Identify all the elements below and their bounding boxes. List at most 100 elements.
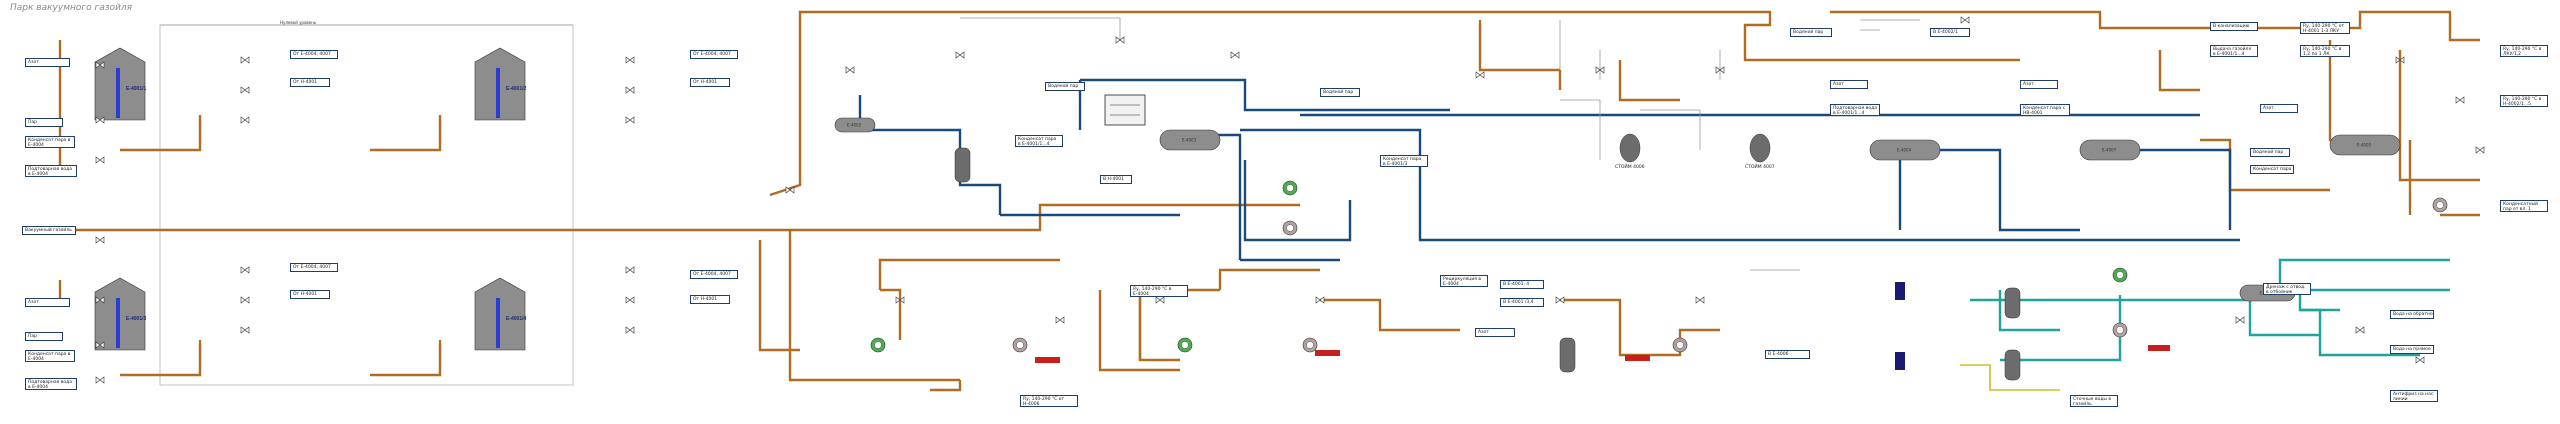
drum-e4005[interactable]: Е-4005 [2329,134,2401,156]
valve-1[interactable] [95,61,105,69]
left-box-water-2[interactable]: Подтоварная вода в Е-4004 [25,378,77,390]
drum-e4002[interactable]: Е-4002 [834,117,876,133]
rk3-box[interactable]: Rу, 140-290 °C в ЛКУ/1,2 [2500,45,2548,57]
rk-line2-box[interactable]: Rу, 140-290 °C от Н-4006 [1020,395,1078,407]
valve-2[interactable] [95,116,105,124]
valve-34[interactable] [1155,296,1165,304]
left-box-gasoil[interactable]: Вакуумный газойль [22,226,76,235]
tank-t2[interactable]: Е-4001/2 [474,47,527,121]
valve-31[interactable] [2475,146,2485,154]
valve-7[interactable] [95,376,105,384]
valve-19[interactable] [625,326,635,334]
valve-26[interactable] [1595,66,1605,74]
valve-11[interactable] [240,266,250,274]
to-h4001-box[interactable]: В Н-4001 [1100,175,1132,184]
left-box-steam-2[interactable]: Пар [25,332,63,341]
mid-box-6[interactable]: От Н-4001 [290,290,330,299]
valve-12[interactable] [240,296,250,304]
valve-22[interactable] [955,51,965,59]
valve-21[interactable] [845,66,855,74]
valve-25[interactable] [1475,71,1485,79]
pump-3[interactable] [1177,337,1193,353]
pump-7[interactable] [1672,337,1688,353]
mid-box-1[interactable]: От Е-4004, 4007 [290,50,338,59]
gas-to-box[interactable]: Сточные воды в газойль [2070,395,2118,407]
cond5-box[interactable]: Дренаж с отвод. в отбойник [2263,283,2311,295]
valve-17[interactable] [625,266,635,274]
steam-s4-box[interactable]: Водяной пар [2250,148,2290,157]
mid-box-4[interactable]: От Н-4001 [690,78,730,87]
pump-9[interactable] [2112,322,2128,338]
valve-16[interactable] [625,116,635,124]
e4001b-box[interactable]: В Е-4001 /3,4 [1500,298,1544,307]
e4001a-box[interactable]: В Е-4001, 4 [1500,280,1544,289]
valve-32[interactable] [895,296,905,304]
drum-e4004[interactable]: Е-4004 [1869,139,1941,161]
valve-14[interactable] [625,56,635,64]
cond3-box[interactable]: Конденсат пара [2250,165,2294,174]
mid-box-3[interactable]: От Е-4004, 4007 [690,50,738,59]
lost-ret-box[interactable]: Антифриз на нас линии [2390,390,2438,402]
water-vapor-box[interactable]: Водяной пар [1045,82,1085,91]
valve-39[interactable] [2355,326,2365,334]
pump-2[interactable] [1012,337,1028,353]
mid-box-7[interactable]: От Е-4004, 4007 [690,270,738,279]
azot-s2-box[interactable]: Азот [1475,328,1515,337]
azot2-box[interactable]: Азот [2260,104,2298,113]
valve-15[interactable] [625,86,635,94]
steam-vapor-box[interactable]: Водяной пар [1790,28,1832,37]
valve-35[interactable] [1315,296,1325,304]
left-box-steam-1[interactable]: Пар [25,118,63,127]
valve-10[interactable] [240,116,250,124]
valve-24[interactable] [1230,51,1240,59]
left-box-azot-2[interactable]: Азот [25,298,70,307]
valve-9[interactable] [240,86,250,94]
to-e4006-box[interactable]: В Е-4006 [1765,350,1810,359]
valve-37[interactable] [1695,296,1705,304]
cond-box[interactable]: Конденсат пара в Е-4001/1...4 [1015,135,1063,147]
to-e4001-box[interactable]: Подтоварная вода в Е-4001/1...4 [1830,104,1880,116]
tank-t1[interactable]: Е-4001/1 [94,47,147,121]
vp-pr-box[interactable]: Вода на прямое [2390,345,2434,354]
pump-6[interactable] [1282,220,1298,236]
valve-18[interactable] [625,296,635,304]
valve-40[interactable] [2415,356,2425,364]
valve-36[interactable] [1555,296,1565,304]
valve-13[interactable] [240,326,250,334]
rk2-box[interactable]: Rу, 140-290 °C в 1,2 по 1 ЛК [2300,45,2350,57]
recirc-box[interactable]: Рециркуляция в Е-4004 [1440,275,1488,287]
rk4-box[interactable]: Rу, 140-290 °C в Н-4002/1...5 [2500,95,2548,107]
rk1-box[interactable]: Rу, 140-290 °C от Н-4001 1-3 ЛКУ [2300,22,2350,34]
mid-box-8[interactable]: От Н-4001 [690,295,730,304]
steam-out-box[interactable]: Водяной пар [1320,88,1360,97]
tank-t4[interactable]: Е-4001/4 [474,277,527,351]
conds-box[interactable]: Конденсат пара с НВ-4001 [2020,104,2070,116]
mid-box-2[interactable]: От Н-4001 [290,78,330,87]
valve-38[interactable] [2235,316,2245,324]
left-box-water-1[interactable]: Подтоварная вода в Е-4004 [25,165,77,177]
valve-6[interactable] [95,341,105,349]
valve-4[interactable] [95,236,105,244]
valve-8[interactable] [240,56,250,64]
azot-s3-box[interactable]: Азот [1830,80,1868,89]
to-e-box[interactable]: В Е-4002/1 [1930,28,1970,37]
tank-t3[interactable]: Е-4001/3 [94,277,147,351]
valve-27[interactable] [1715,66,1725,74]
rk-line-box[interactable]: Rу, 140-290 °C в Е-4004 [1130,285,1188,297]
rk5-box[interactable]: Конденсатный пар от вл. 1 [2500,200,2548,212]
mid-box-5[interactable]: От Е-4004, 4007 [290,263,338,272]
valve-5[interactable] [95,296,105,304]
left-box-cond-1[interactable]: Конденсат пара в Е-4004 [25,136,75,148]
pump-10[interactable] [2432,197,2448,213]
valve-30[interactable] [2455,96,2465,104]
vp-cb-box[interactable]: Вода на обратное [2390,310,2434,319]
to-tank-field2-box[interactable]: Выдача газойля в Е-4001/1...4 [2210,45,2258,57]
left-box-azot-1[interactable]: Азот [25,58,70,67]
pump-4[interactable] [1302,337,1318,353]
pump-8[interactable] [2112,267,2128,283]
pump-1[interactable] [870,337,886,353]
pump-5[interactable] [1282,180,1298,196]
drum-e4007[interactable]: Е-4007 [2079,139,2141,161]
valve-23[interactable] [1115,36,1125,44]
valve-28[interactable] [1960,16,1970,24]
